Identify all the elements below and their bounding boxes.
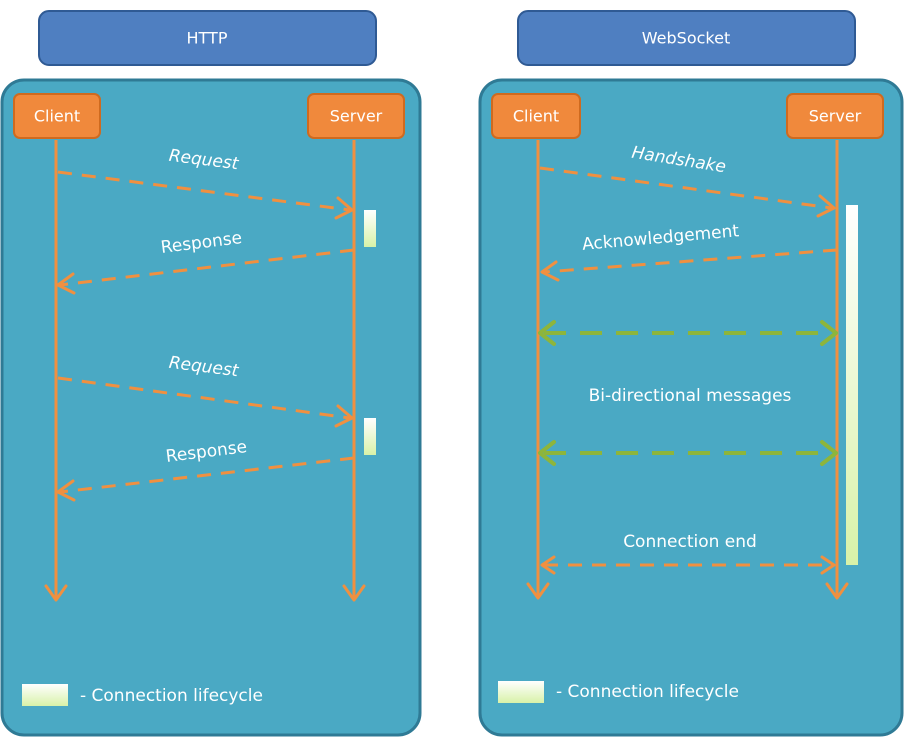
websocket-connection-end-left-arrowhead	[540, 555, 556, 575]
websocket-acknowledgement-arrowhead	[540, 260, 560, 282]
websocket-bidirectional-label: Bi-directional messages	[589, 386, 792, 406]
http-request-2-arrow	[57, 376, 351, 420]
websocket-bidirectional-1-right-arrowhead	[820, 320, 838, 346]
http-title: HTTP	[187, 29, 228, 48]
http-connection-bar-1	[364, 210, 376, 247]
right-edge-margin	[904, 0, 924, 737]
websocket-client-label: Client	[513, 107, 559, 126]
http-title-box	[38, 10, 377, 66]
websocket-connection-end-label: Connection end	[623, 532, 757, 552]
websocket-server-lifeline-arrowhead	[825, 582, 849, 600]
http-response-1-arrowhead	[56, 272, 76, 295]
http-server-lifeline-arrowhead	[342, 584, 366, 602]
http-client-lifeline-arrowhead	[44, 584, 68, 602]
websocket-connection-bar	[846, 205, 858, 565]
websocket-title: WebSocket	[642, 29, 730, 48]
websocket-server-label: Server	[809, 107, 862, 126]
http-request-1-arrow	[57, 170, 351, 212]
websocket-acknowledgement-arrow	[543, 248, 838, 274]
websocket-client-lifeline-arrowhead	[526, 582, 550, 600]
http-server-node	[307, 93, 405, 139]
websocket-client-node	[491, 93, 581, 139]
http-response-1-arrow	[59, 248, 355, 287]
websocket-bidirectional-2-right-arrowhead	[820, 440, 838, 466]
http-section: HTTP Client Server Request Response Requ…	[0, 10, 422, 737]
http-client-node	[13, 93, 101, 139]
websocket-bidirectional-2-left-arrowhead	[538, 440, 556, 466]
websocket-handshake-arrowhead	[816, 194, 836, 218]
websocket-section: WebSocket Client Server Handshake Acknow…	[478, 10, 904, 737]
websocket-handshake-arrow	[539, 166, 833, 210]
http-request-2-arrowhead	[334, 404, 354, 428]
http-response-2-arrowhead	[56, 479, 76, 502]
websocket-title-box	[517, 10, 856, 66]
websocket-bidirectional-1-left-arrowhead	[538, 320, 556, 346]
websocket-server-node	[786, 93, 884, 139]
websocket-panel	[478, 78, 904, 737]
http-legend-label: - Connection lifecycle	[80, 686, 263, 706]
http-panel	[0, 78, 422, 737]
websocket-legend-label: - Connection lifecycle	[556, 682, 739, 702]
http-request-1-arrowhead	[334, 196, 354, 220]
http-client-label: Client	[34, 107, 80, 126]
http-server-label: Server	[330, 107, 383, 126]
websocket-connection-end-right-arrowhead	[820, 555, 836, 575]
http-response-2-arrow	[59, 456, 355, 494]
websocket-legend-swatch	[498, 681, 544, 703]
http-legend-swatch	[22, 684, 68, 706]
http-connection-bar-2	[364, 418, 376, 455]
